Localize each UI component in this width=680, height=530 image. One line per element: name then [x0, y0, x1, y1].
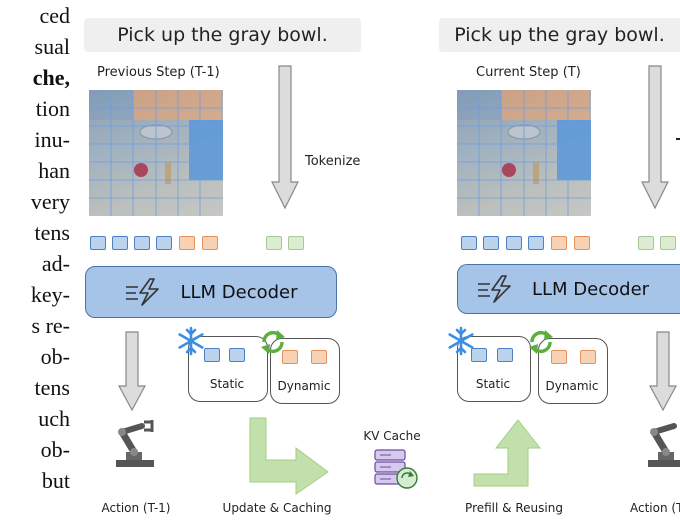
text-line: s re-	[31, 313, 70, 338]
static-token	[483, 236, 499, 250]
text-line: ob-	[40, 437, 70, 462]
prefill-reusing-label: Prefill & Reusing	[465, 501, 563, 515]
update-caching-label: Update & Caching	[222, 501, 332, 515]
text-line: ob-	[40, 344, 70, 369]
instruction-prompt-left: Pick up the gray bowl.	[84, 18, 361, 52]
text-line: sual	[34, 34, 70, 59]
dynamic-token	[202, 236, 218, 250]
static-token	[112, 236, 128, 250]
text-line: tion	[35, 96, 70, 121]
prefill-reusing-arrow	[473, 419, 542, 487]
text-line: very	[30, 189, 70, 214]
text-line: uch	[38, 406, 70, 431]
instruction-prompt-right: Pick up the gray bowl.	[439, 18, 680, 52]
step-label-current: Current Step (T)	[476, 65, 581, 80]
dynamic-token	[311, 350, 327, 364]
decoder-label: LLM Decoder	[532, 278, 650, 300]
dynamic-token	[551, 350, 567, 364]
tokenize-arrow-down-right	[641, 65, 669, 210]
llm-decoder-left: LLM Decoder	[85, 266, 337, 318]
action-arrow-down-left	[117, 331, 147, 412]
lightning-icon	[478, 275, 511, 303]
text-line: key-	[30, 282, 70, 307]
action-arrow-down-right	[648, 331, 678, 412]
text-line: but	[41, 468, 70, 493]
refresh-cycle-icon	[529, 330, 553, 354]
llm-decoder-right: LLM Decoder	[457, 264, 680, 314]
static-token	[528, 236, 544, 250]
static-token	[229, 348, 245, 362]
text-token	[288, 236, 304, 250]
text-line: ad-	[41, 251, 70, 276]
dynamic-token	[179, 236, 195, 250]
robot-arm-icon	[648, 423, 680, 467]
paper-text-column: ced sual che, tion inu- han very tens ad…	[0, 0, 70, 496]
robot-scene-image-right	[457, 90, 591, 216]
robot-scene-image-left	[89, 90, 223, 216]
snowflake-icon	[178, 326, 204, 356]
static-token	[471, 348, 487, 362]
static-token	[461, 236, 477, 250]
update-caching-arrow	[249, 417, 329, 495]
static-token	[90, 236, 106, 250]
kv-cache-label: KV Cache	[363, 429, 421, 443]
action-label-right: Action (T	[630, 501, 680, 515]
text-line: tens	[34, 220, 70, 245]
tokenize-arrow-down	[271, 65, 299, 210]
lightning-icon	[126, 278, 160, 306]
text-line: ced	[39, 3, 70, 28]
dynamic-label: Dynamic	[277, 379, 331, 393]
dynamic-label: Dynamic	[545, 379, 599, 393]
static-token	[506, 236, 522, 250]
decoder-label: LLM Decoder	[180, 281, 298, 303]
step-label-previous: Previous Step (T-1)	[97, 65, 220, 80]
kv-cache-icon	[374, 449, 418, 489]
action-label-left: Action (T-1)	[101, 501, 171, 515]
text-token	[660, 236, 676, 250]
dynamic-token	[282, 350, 298, 364]
dynamic-token	[551, 236, 567, 250]
text-line: che,	[32, 65, 70, 90]
static-token	[134, 236, 150, 250]
text-token	[638, 236, 654, 250]
text-line: tens	[34, 375, 70, 400]
static-token	[204, 348, 220, 362]
dynamic-token	[580, 350, 596, 364]
text-line: inu-	[34, 127, 70, 152]
scene-overlay	[89, 90, 223, 216]
robot-arm-icon	[116, 420, 154, 467]
tokenize-label: Tokenize	[305, 154, 361, 169]
static-token	[497, 348, 513, 362]
dynamic-token	[574, 236, 590, 250]
scene-overlay	[457, 90, 591, 216]
text-token	[266, 236, 282, 250]
refresh-cycle-icon	[261, 330, 285, 354]
snowflake-icon	[448, 326, 474, 356]
text-line: han	[38, 158, 70, 183]
static-label: Static	[475, 377, 511, 391]
partial-dash	[676, 138, 680, 140]
static-token	[156, 236, 172, 250]
static-label: Static	[209, 377, 245, 391]
